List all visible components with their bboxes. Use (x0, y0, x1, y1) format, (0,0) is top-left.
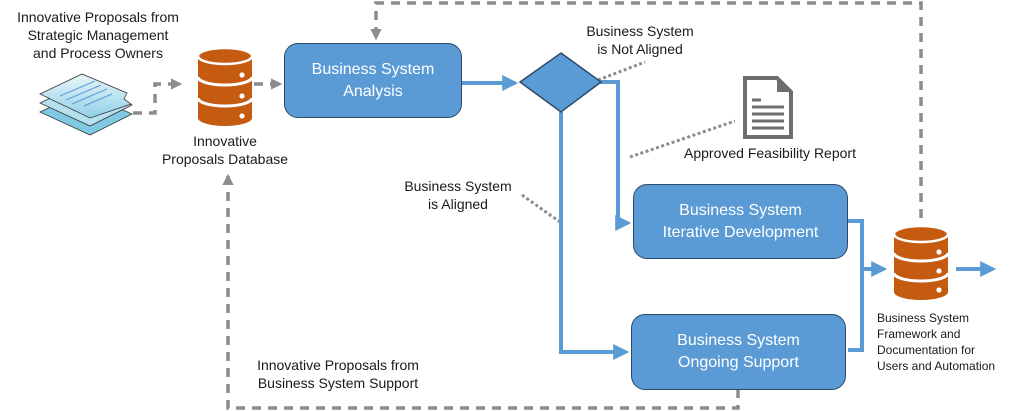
proposals-database-icon (196, 46, 254, 126)
label-line: Innovative Proposals from (257, 357, 419, 373)
process-ongoing-support[interactable]: Business System Ongoing Support (631, 314, 846, 390)
process-analysis[interactable]: Business System Analysis (284, 43, 462, 118)
label-line: Framework and (877, 327, 961, 341)
label-line: Users and Automation (877, 359, 996, 373)
process-analysis-line2: Analysis (343, 82, 403, 100)
feedback-loop-top (370, 1, 923, 218)
process-development-line2: Iterative Development (662, 223, 819, 241)
stacked-documents-icon (39, 73, 133, 136)
label-line: Business System (877, 311, 970, 325)
feedback-loop-bottom (222, 173, 740, 410)
decision-diamond[interactable] (518, 52, 603, 113)
docs-to-db-connector (133, 78, 283, 115)
process-support-line1: Business System (677, 332, 800, 349)
framework-database-icon (892, 224, 950, 300)
process-flow (462, 75, 997, 360)
callout-lines (521, 60, 736, 224)
label-line: Business System Support (257, 375, 419, 391)
label-line: Innovative (193, 133, 257, 149)
label-line: Documentation for (877, 343, 976, 357)
process-support-line2: Ongoing Support (678, 354, 799, 371)
support-proposals-label: Innovative Proposals from Business Syste… (248, 356, 428, 392)
proposals-db-label: Innovative Proposals Database (150, 132, 300, 168)
process-iterative-development[interactable]: Business System Iterative Development (633, 184, 848, 259)
label-line: and Process Owners (33, 45, 163, 61)
feasibility-report-label: Approved Feasibility Report (684, 145, 856, 161)
label-line: Proposals Database (161, 151, 289, 167)
process-analysis-line1: Business System (311, 60, 435, 78)
label-line: Innovative Proposals from (17, 9, 179, 25)
label-line: Strategic Management (27, 27, 169, 43)
label-line: Business System (404, 178, 512, 194)
process-development-line1: Business System (679, 201, 802, 219)
aligned-label: Business System is Aligned (393, 177, 523, 213)
proposals-source-label: Innovative Proposals from Strategic Mana… (8, 8, 188, 62)
framework-db-label: Business System Framework and Documentat… (877, 310, 1022, 374)
document-icon (743, 76, 793, 139)
not-aligned-label: Business System is Not Aligned (575, 22, 705, 58)
label-line: is Not Aligned (597, 41, 683, 57)
label-line: is Aligned (428, 196, 488, 212)
label-line: Business System (586, 23, 694, 39)
